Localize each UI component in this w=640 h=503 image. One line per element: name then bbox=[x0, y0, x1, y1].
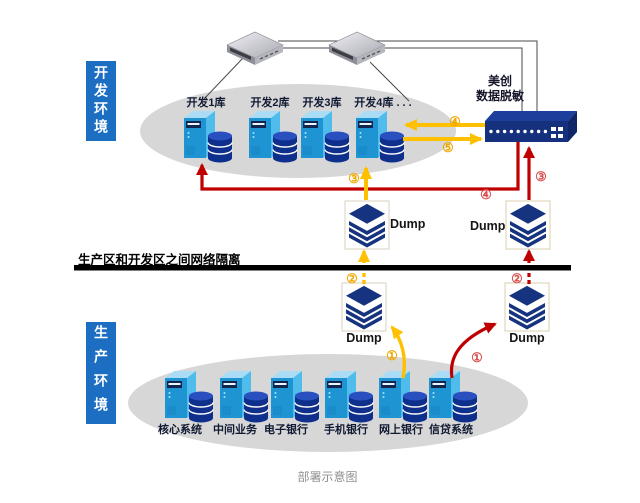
isolation-bar bbox=[74, 265, 571, 271]
dump-label-upper-left: Dump bbox=[390, 217, 426, 231]
badge-red-1: ① bbox=[471, 350, 483, 365]
arrow-red-step4-device-to-dev1 bbox=[196, 142, 520, 191]
prod-server-label-6: 信贷系统 bbox=[429, 424, 473, 436]
dev-zone-label: 开发环境 bbox=[86, 61, 116, 141]
diagram-caption: 部署示意图 bbox=[297, 470, 358, 484]
badge-yellow-1: ① bbox=[386, 348, 398, 363]
dump-icon-lower-right bbox=[504, 282, 550, 332]
dev-server-label-1: 开发1库 bbox=[186, 97, 226, 109]
dump-icon-upper-right bbox=[505, 200, 551, 250]
masking-label-line1: 美创 bbox=[487, 74, 512, 88]
dump-label-upper-right: Dump bbox=[470, 219, 506, 233]
prod-server-label-3: 电子银行 bbox=[264, 424, 308, 436]
masking-label-line2: 数据脱敏 bbox=[475, 89, 524, 103]
prod-server-label-1: 核心系统 bbox=[158, 424, 202, 436]
prod-server-label-2: 中间业务 bbox=[213, 424, 257, 436]
dev-server-label-2: 开发2库 bbox=[250, 97, 290, 109]
dev-server-label-3: 开发3库 bbox=[302, 97, 342, 109]
masking-appliance-label: 美创 数据脱敏 bbox=[462, 74, 538, 104]
isolation-label: 生产区和开发区之间网络隔离 bbox=[78, 253, 241, 267]
dump-icon-upper-left bbox=[344, 200, 390, 250]
badge-red-3: ③ bbox=[535, 169, 547, 184]
dump-label-lower-right: Dump bbox=[509, 331, 545, 345]
dump-icon-lower-left bbox=[341, 282, 387, 332]
prod-server-label-4: 手机银行 bbox=[324, 424, 368, 436]
dev-server-label-4: 开发4库 . . . bbox=[354, 97, 412, 109]
arrow-yellow-step1-curve bbox=[390, 325, 407, 379]
badge-yellow-2: ② bbox=[346, 271, 358, 286]
dump-label-lower-left: Dump bbox=[346, 331, 382, 345]
badge-yellow-4: ④ bbox=[449, 114, 461, 129]
arrow-red-step1-curve bbox=[449, 322, 497, 379]
switch-icon-right bbox=[328, 31, 386, 66]
prod-server-label-5: 网上银行 bbox=[379, 424, 423, 436]
badge-red-4: ④ bbox=[480, 187, 492, 202]
badge-yellow-5: ⑤ bbox=[442, 140, 454, 155]
prod-zone-label: 生产环境 bbox=[86, 322, 116, 424]
data-masking-appliance-icon bbox=[485, 111, 577, 142]
switch-icon-left bbox=[226, 31, 284, 66]
badge-yellow-3: ③ bbox=[348, 171, 360, 186]
badge-red-2: ② bbox=[511, 271, 523, 286]
